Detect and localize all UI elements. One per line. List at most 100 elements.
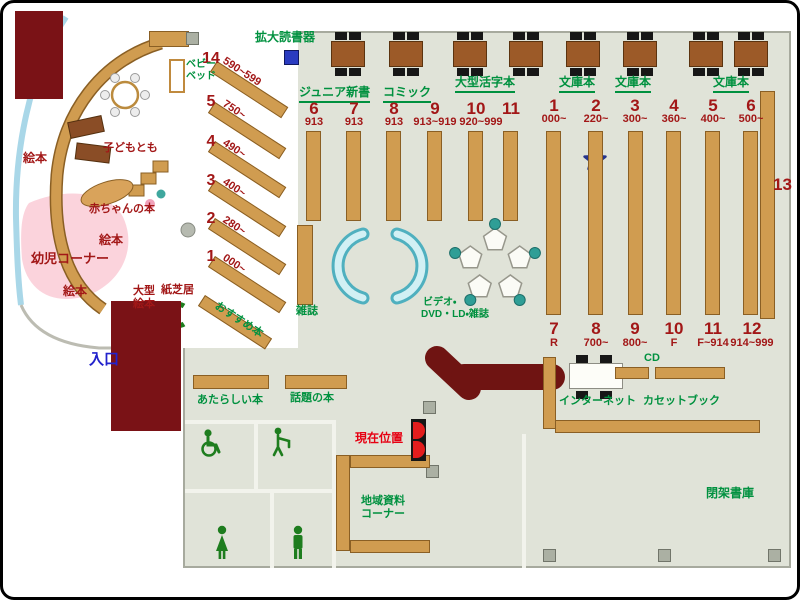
chair [600, 391, 612, 399]
baby-bed-icon [169, 59, 185, 93]
shelf-range: 800~ [622, 337, 648, 349]
pillar [426, 465, 439, 478]
chair [457, 68, 469, 76]
chair [738, 32, 750, 40]
shelf-number: 7 [549, 319, 559, 338]
shelf-number: 3 [206, 172, 216, 189]
shelf-number: 6 [309, 99, 319, 118]
chair [738, 68, 750, 76]
label-baby-bed-line2: ベッド [186, 70, 216, 82]
label-local-corner: 地域資料 コーナー [353, 495, 413, 520]
label-local-corner-line1: 地域資料 [361, 495, 405, 507]
wall-partition [522, 434, 526, 568]
study-table [689, 41, 723, 67]
shelf-number: 4 [206, 133, 216, 150]
label-picture-books-3: 絵本 [63, 284, 88, 298]
magazine-shelf [297, 225, 313, 305]
shelf-range: 360~ [661, 113, 687, 125]
label-comic: コミック [383, 85, 432, 103]
kids-step-boxes [128, 160, 169, 197]
chair [576, 391, 588, 399]
pillar [423, 401, 436, 414]
label-closed-stacks: 閉架書庫 [706, 486, 755, 500]
study-table [331, 41, 365, 67]
shelf-number: 7 [349, 99, 359, 118]
label-internet: インターネット [559, 395, 636, 407]
local-corner-shelf [336, 455, 350, 551]
new-books-shelf [193, 375, 269, 389]
chair [335, 68, 347, 76]
bookshelf [628, 131, 643, 315]
shelf-range: 400~ [700, 113, 726, 125]
wall-partition [185, 420, 335, 424]
shelf-number: 2 [206, 210, 216, 227]
shelf-number: 1 [206, 248, 216, 265]
bookshelf [743, 131, 758, 315]
bookshelf [705, 131, 720, 315]
chair [471, 68, 483, 76]
label-picture-books-2: 絵本 [99, 233, 124, 247]
chair [600, 355, 612, 363]
shelf-number: 5 [708, 96, 718, 115]
label-baby-bed-line1: ベビー [186, 59, 216, 70]
kids-area-south-wall [19, 304, 111, 350]
shelf-number: 3 [630, 96, 640, 115]
chair [752, 68, 764, 76]
shelf-range: 300~ [622, 113, 648, 125]
shelf-range: F~914 [697, 337, 729, 349]
label-picture-books-1: 絵本 [23, 151, 48, 165]
pillar [768, 549, 781, 562]
magnifier-device-icon [284, 50, 299, 65]
bookshelf [468, 131, 483, 221]
bookshelf [346, 131, 361, 221]
internet-table [569, 363, 623, 389]
wall-partition [332, 420, 336, 568]
wall-partition [185, 489, 335, 493]
chair [527, 32, 539, 40]
chair [570, 68, 582, 76]
label-junior-shinsho: ジュニア新書 [299, 85, 371, 103]
label-cassette: カセットブック [643, 395, 720, 407]
label-large-picture-books-line2: 絵本 [133, 297, 155, 310]
shelf-number: 2 [591, 96, 601, 115]
chair [627, 68, 639, 76]
chair [584, 68, 596, 76]
shelf-range: 913 [344, 116, 364, 128]
av-carrels [449, 218, 541, 306]
pillar [186, 32, 199, 45]
study-table [566, 41, 600, 67]
chair [752, 32, 764, 40]
label-bunko-c: 文庫本 [713, 75, 750, 93]
shelf-range: 913 [384, 116, 404, 128]
you-are-here-marker-bottom [413, 441, 425, 458]
chair [707, 68, 719, 76]
kids-floor-dots [145, 189, 196, 238]
label-baby-bed: ベビー ベッド [183, 59, 219, 82]
label-shelf-13: 13 [773, 175, 792, 194]
chair [335, 32, 347, 40]
label-new-books: あたらしい本 [197, 394, 263, 406]
curved-bench [331, 227, 429, 305]
shelf-range: 700~ [583, 337, 609, 349]
shelf-number: 8 [389, 99, 399, 118]
label-large-print: 大型活字本 [455, 75, 516, 93]
shelf-range: 920~999 [459, 116, 503, 128]
baby-changing-icon [272, 427, 291, 457]
label-magazines: 雑誌 [296, 305, 318, 317]
label-local-corner-line2: コーナー [361, 507, 405, 520]
womens-toilet-icon [216, 525, 228, 559]
chair [407, 68, 419, 76]
shelf-range: R [550, 337, 558, 349]
shelf-number: 5 [206, 93, 216, 110]
chair [641, 68, 653, 76]
label-kamishibai: 紙芝居 [161, 284, 194, 296]
label-bunko-b: 文庫本 [615, 75, 652, 93]
shelf-number: 1 [549, 96, 559, 115]
shelf-number: 11 [704, 319, 722, 338]
label-video-line2: DVD・LD・雑誌 [421, 309, 489, 320]
wall-partition [270, 489, 274, 568]
service-counter [425, 346, 565, 400]
chair [349, 32, 361, 40]
shelf [543, 357, 556, 429]
chair [570, 32, 582, 40]
